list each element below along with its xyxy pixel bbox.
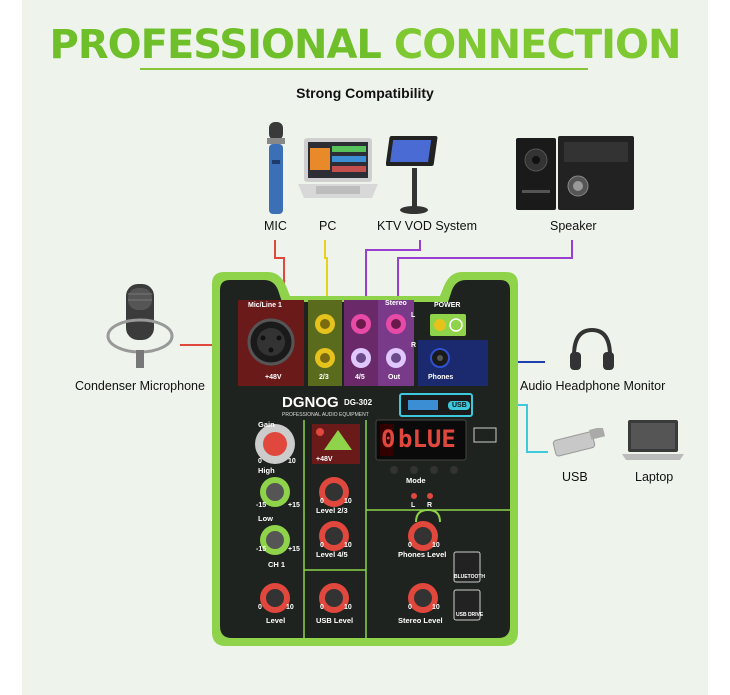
label-mic: MIC [264,219,287,233]
gain-tick-10: 10 [288,458,296,465]
label-headphone: Audio Headphone Monitor [520,379,666,393]
laptop-icon [622,420,684,460]
port-mic-line-label: Mic/Line 1 [248,302,282,309]
low-label: Low [258,514,273,523]
model-number: DG-302 [344,398,373,407]
usb-tag-label: USB [452,402,467,409]
p48v-button-label: +48V [316,456,333,463]
usb-level-label: USB Level [316,616,354,625]
level23-label: Level 2/3 [316,506,348,515]
label-condenser: Condenser Microphone [75,379,205,393]
knob-level45 [319,521,349,551]
mode-label: Mode [406,476,426,485]
label-pc: PC [319,219,337,233]
label-ktv: KTV VOD System [377,219,478,233]
port-23-label: 2/3 [319,374,329,381]
port-r-label: R [411,342,417,349]
knob-high [260,477,290,507]
pc-laptop-icon [298,138,378,198]
cable-pc [324,240,328,302]
cable-speaker [397,240,573,302]
headphone-icon [570,327,614,370]
phones-tick-0: 0 [408,542,412,549]
mixer-body [212,272,518,646]
handheld-mic-icon [267,122,285,214]
ktv-system-icon [386,136,438,214]
title-underline [140,68,588,70]
knob-usb-level [319,583,349,613]
port-l-label: L [411,312,416,319]
level23-tick-10: 10 [344,498,352,505]
condenser-mic-icon [106,284,174,368]
level45-tick-10: 10 [344,542,352,549]
mixer-device: Mic/Line 1 +48V 2/3 4/5 Stereo L R Out P… [208,270,522,650]
phones-port-label: Phones [428,374,454,381]
usb-drive-icon [552,428,606,457]
port-45-label: 4/5 [355,374,365,381]
display-digit: 0 [381,425,396,453]
ch1-label: CH 1 [268,560,286,569]
page-title: PROFESSIONAL CONNECTION [0,22,730,68]
level23-tick-0: 0 [320,498,324,505]
mixer-knobs [255,424,438,613]
speaker-icon [516,136,634,210]
headset-mic-icon [415,508,441,523]
low-tick-p15: +15 [288,546,300,553]
cable-mic [274,240,285,302]
gain-tick-0: 0 [258,458,262,465]
level45-tick-0: 0 [320,542,324,549]
led-r-label: R [427,502,433,509]
led-l-label: L [411,502,416,509]
brand-tagline: PROFESSIONAL AUDIO EQUIPMENT [282,412,369,418]
label-laptop: Laptop [635,470,674,484]
usb-level-tick-0: 0 [320,604,324,611]
stereo-tick-10: 10 [432,604,440,611]
usb-drive-label: USB DRIVE [456,612,484,618]
knob-phones-level [408,521,438,551]
knob-stereo-level [408,583,438,613]
knob-low [260,525,290,555]
label-usb: USB [562,470,588,484]
phones-level-label: Phones Level [398,550,447,559]
page-subtitle: Strong Compatibility [296,85,434,101]
high-tick-m15: -15 [256,502,267,509]
power-label: POWER [434,302,461,309]
knob-gain [255,424,295,464]
high-label: High [258,466,275,475]
bluetooth-label: BLUETOOTH [454,574,486,580]
cable-ktv [365,240,421,300]
port-stereo-label: Stereo [385,300,407,307]
high-tick-p15: +15 [288,502,300,509]
level-tick-0: 0 [258,604,262,611]
title-word-1: PROFESSIONAL [49,22,382,68]
display-text: bLUE [398,425,456,453]
stereo-level-label: Stereo Level [398,616,443,625]
knob-level23 [319,477,349,507]
level45-label: Level 4/5 [316,550,348,559]
usb-level-tick-10: 10 [344,604,352,611]
knob-level [260,583,290,613]
brand-logo: DGNOG [282,394,339,411]
label-speaker: Speaker [550,219,597,233]
title-word-2: CONNECTION [393,22,682,68]
phones-tick-10: 10 [432,542,440,549]
gain-label: Gain [258,420,275,429]
stereo-tick-0: 0 [408,604,412,611]
port-48v-label: +48V [265,374,282,381]
low-tick-m15: -15 [256,546,267,553]
port-out-label: Out [388,374,401,381]
level-tick-10: 10 [286,604,294,611]
level-label: Level [266,616,286,625]
